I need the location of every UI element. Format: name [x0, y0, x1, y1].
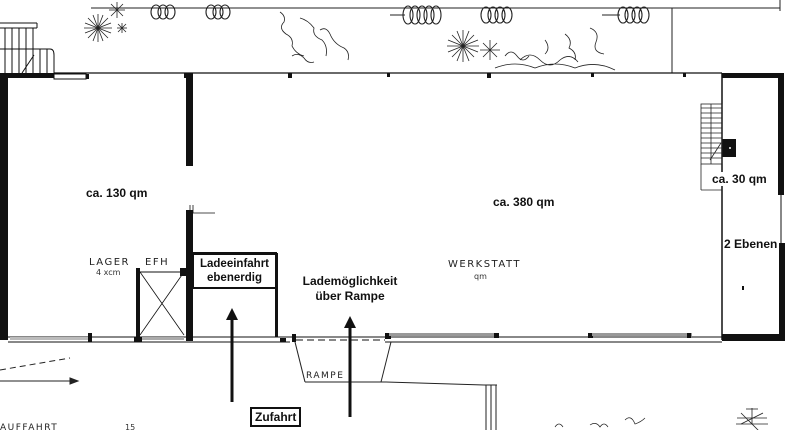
- exterior-stair-balcony: [0, 22, 55, 74]
- arrow-up-icon: [226, 308, 238, 320]
- shrub-icon: [279, 11, 616, 71]
- room-efh-label: EFH: [145, 257, 170, 268]
- room-lager-sublabel: 4 xcm: [96, 268, 121, 277]
- callout-lademoeglichkeit: Lademöglichkeit über Rampe: [300, 274, 400, 304]
- arrow-up-icon: [344, 316, 356, 328]
- room-werkstatt-label: WERKSTATT: [448, 259, 521, 270]
- callout-lademoeglichkeit-line2: über Rampe: [315, 289, 385, 303]
- area-right-label: ca. 30 qm: [712, 172, 767, 186]
- callout-ladeeinfahrt: Ladeeinfahrt ebenerdig: [192, 253, 277, 289]
- area-left-label: ca. 130 qm: [86, 186, 148, 200]
- callout-ladeeinfahrt-line1: Ladeeinfahrt: [199, 258, 269, 270]
- callout-lademoeglichkeit-line1: Lademöglichkeit: [302, 274, 398, 288]
- room-werkstatt-sublabel: qm: [474, 272, 487, 281]
- garden-landscape: [84, 0, 781, 430]
- interior-stair: [700, 103, 723, 191]
- arrows: [226, 308, 356, 417]
- callout-ladeeinfahrt-line2: ebenerdig: [207, 272, 262, 284]
- right-levels-label: 2 Ebenen: [724, 237, 778, 251]
- auffahrt-label: AUFFAHRT: [0, 423, 59, 433]
- auffahrt-number: 15: [125, 423, 136, 432]
- ramp-exterior: [0, 341, 497, 430]
- building-walls: [0, 72, 785, 343]
- rampe-label: RAMPE: [306, 371, 345, 381]
- plant-icon: [84, 2, 768, 430]
- callout-zufahrt: Zufahrt: [250, 407, 302, 427]
- area-main-label: ca. 380 qm: [493, 195, 555, 209]
- room-lager-label: LAGER: [89, 257, 130, 268]
